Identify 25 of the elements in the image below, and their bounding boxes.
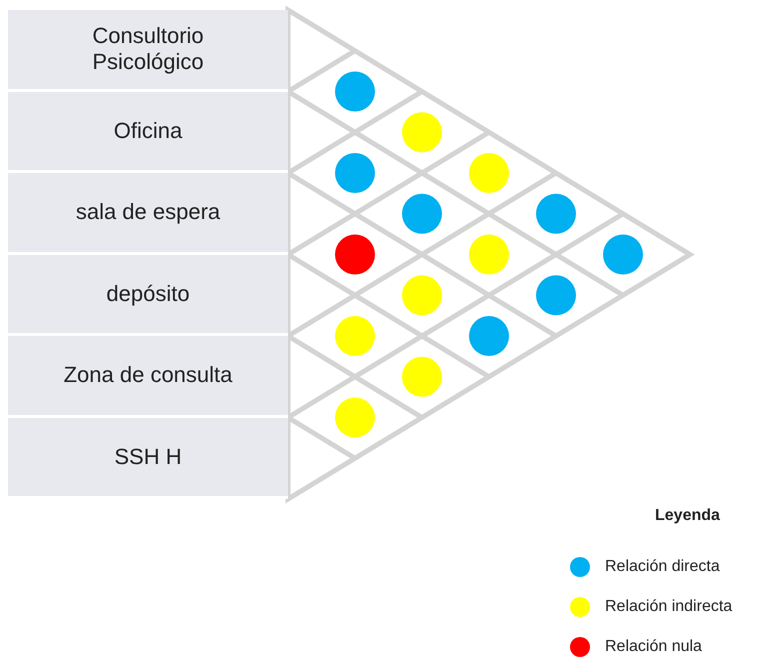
relation-dot — [536, 194, 576, 234]
relation-dot — [469, 316, 509, 356]
legend-label: Relación directa — [605, 558, 720, 576]
relation-dot — [469, 153, 509, 193]
relation-dot — [335, 398, 375, 438]
relation-dot — [402, 112, 442, 152]
row-header-cell: SSH H — [8, 418, 288, 499]
relation-dot — [335, 234, 375, 274]
relation-dot — [402, 194, 442, 234]
relation-dot — [335, 316, 375, 356]
relation-dot — [536, 275, 576, 316]
row-header-cell: Oficina — [8, 92, 288, 173]
row-header-cell: depósito — [8, 254, 288, 336]
relation-dot — [335, 153, 375, 193]
legend-title: Leyenda — [655, 507, 720, 525]
relation-dot — [402, 275, 442, 316]
relation-dot — [603, 234, 643, 274]
legend-label: Relación indirecta — [605, 598, 732, 616]
relation-dot — [469, 234, 509, 274]
row-header-cell: Consultorio Psicológico — [8, 10, 288, 92]
row-header-cell: Zona de consulta — [8, 336, 288, 418]
relation-dot — [402, 356, 442, 397]
relation-dot — [335, 72, 375, 112]
row-header-cell: sala de espera — [8, 173, 288, 254]
legend-label: Relación nula — [605, 638, 702, 656]
